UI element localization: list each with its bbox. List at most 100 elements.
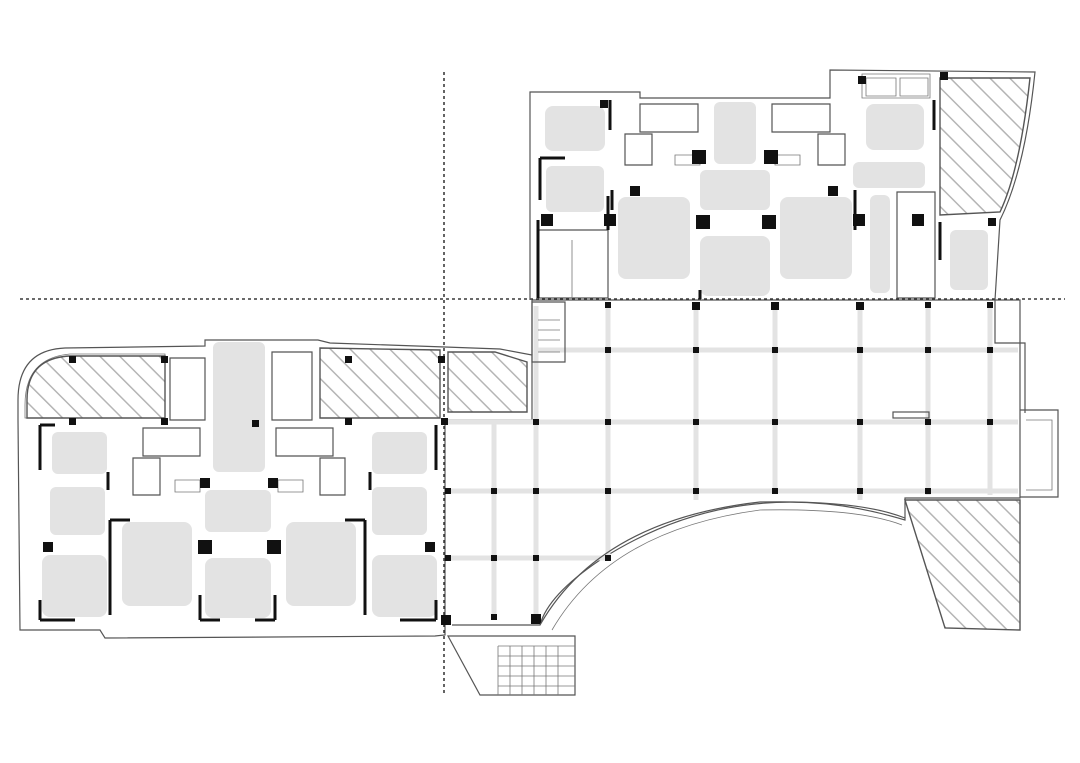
column <box>491 555 497 561</box>
west-link-landscape-hatch <box>447 351 528 413</box>
room <box>545 106 605 151</box>
column <box>531 614 541 624</box>
east-top-stair <box>861 73 931 99</box>
room <box>700 170 770 210</box>
column <box>445 488 451 494</box>
column <box>987 419 993 425</box>
column <box>267 540 281 554</box>
bottom-stair-block <box>446 635 576 696</box>
column <box>69 418 76 425</box>
column <box>987 302 993 308</box>
grid-outline <box>452 299 1021 626</box>
column <box>912 214 924 226</box>
column <box>693 347 699 353</box>
room <box>950 230 988 290</box>
column <box>600 100 608 108</box>
column <box>853 214 865 226</box>
east-top-landscape-hatch <box>939 77 1031 216</box>
column <box>345 356 352 363</box>
column <box>857 347 863 353</box>
central-stair <box>531 301 566 363</box>
grid-slot <box>892 411 930 419</box>
column <box>441 418 448 425</box>
column <box>772 419 778 425</box>
room <box>122 522 192 606</box>
east-residential-wing <box>529 69 1036 413</box>
column <box>925 347 931 353</box>
column <box>533 419 539 425</box>
west-wing-outline <box>17 339 533 639</box>
column <box>772 488 778 494</box>
room <box>866 104 924 150</box>
column <box>762 215 776 229</box>
room <box>372 487 427 535</box>
column <box>605 302 611 308</box>
east-entry-tab-inner <box>1026 419 1053 491</box>
column <box>491 488 497 494</box>
column <box>772 347 778 353</box>
room <box>286 522 356 606</box>
column <box>345 418 352 425</box>
column <box>438 356 445 363</box>
column <box>696 215 710 229</box>
room <box>42 555 107 617</box>
room <box>372 555 437 617</box>
column <box>856 302 864 310</box>
room <box>780 197 852 279</box>
column <box>692 302 700 310</box>
column <box>988 218 996 226</box>
column <box>828 186 838 196</box>
east-entry-tab <box>1020 409 1059 498</box>
axis-lines <box>20 72 1065 695</box>
column <box>533 555 539 561</box>
bottom-stair-lines <box>497 645 575 695</box>
east-wing-outline <box>529 69 1036 413</box>
column <box>252 420 259 427</box>
room <box>213 342 265 472</box>
room <box>714 102 756 164</box>
column <box>857 488 863 494</box>
column <box>630 186 640 196</box>
room <box>700 236 770 296</box>
column <box>43 542 53 552</box>
room <box>205 558 271 618</box>
room <box>205 490 271 532</box>
column <box>69 356 76 363</box>
column <box>268 478 278 488</box>
room <box>546 166 604 212</box>
column <box>425 542 435 552</box>
column <box>605 488 611 494</box>
column <box>533 488 539 494</box>
column <box>605 347 611 353</box>
stair-blocks <box>446 635 576 696</box>
column <box>605 419 611 425</box>
grid-columns <box>445 302 993 624</box>
column <box>693 419 699 425</box>
room <box>853 162 925 188</box>
curved-entrance-plaza <box>539 499 1021 631</box>
column <box>200 478 210 488</box>
column <box>771 302 779 310</box>
column <box>925 302 931 308</box>
central-column-grid <box>445 299 1059 626</box>
west-residential-wing <box>17 339 533 639</box>
column <box>605 555 611 561</box>
column <box>692 150 706 164</box>
column <box>987 347 993 353</box>
column <box>940 72 948 80</box>
column <box>445 555 451 561</box>
column <box>198 540 212 554</box>
plaza-arc-outer <box>539 501 906 626</box>
east-bottom-landscape-hatch <box>904 499 1021 631</box>
room <box>618 197 690 279</box>
column <box>541 214 553 226</box>
column <box>491 614 497 620</box>
column <box>441 615 451 625</box>
column <box>925 419 931 425</box>
column <box>161 418 168 425</box>
plaza-arc-inner <box>551 509 903 631</box>
column <box>604 214 616 226</box>
west-landscape-hatch <box>26 355 166 419</box>
room <box>52 432 107 474</box>
column <box>693 488 699 494</box>
